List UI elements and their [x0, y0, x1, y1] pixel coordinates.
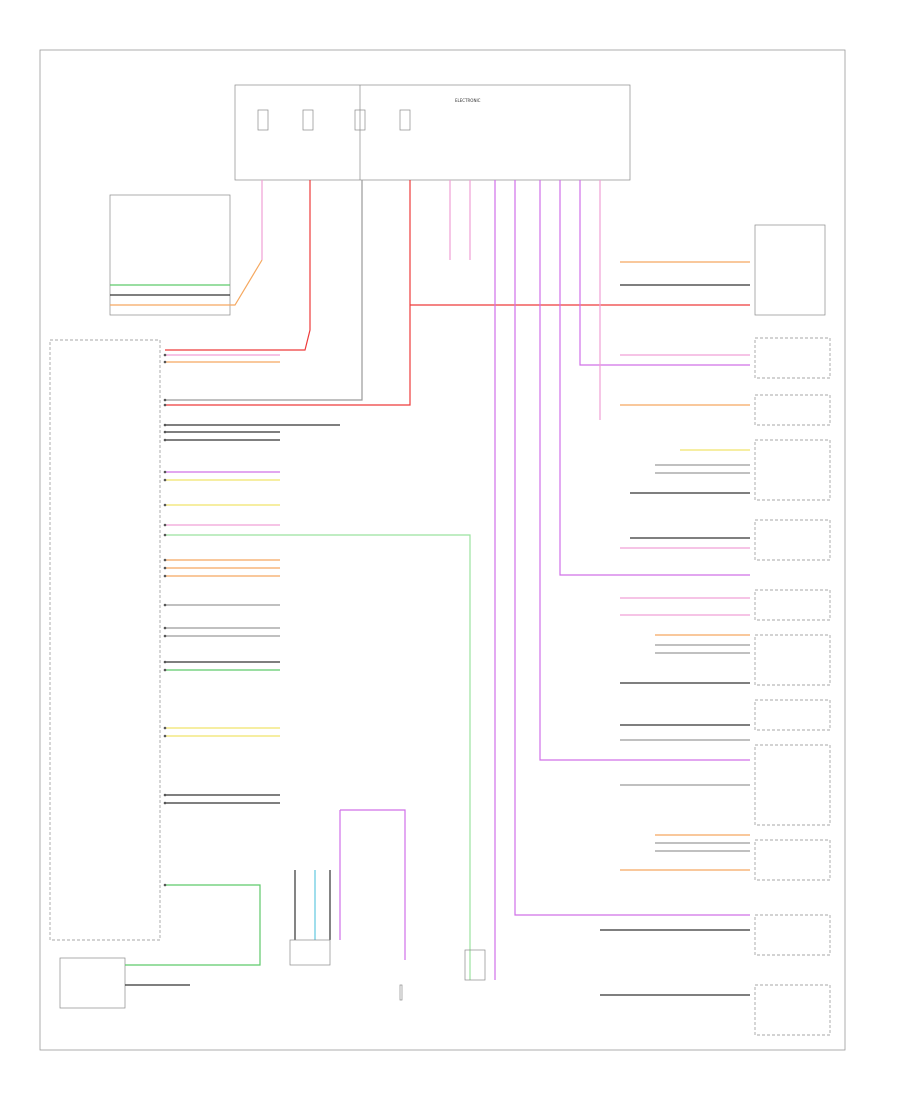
bcm-pin-7 [163, 438, 167, 442]
bcm-pin-12 [163, 533, 167, 537]
bottom-connectors [289, 939, 486, 1001]
bcm-pin-3 [163, 398, 167, 402]
wire-bcm-green-3 [125, 884, 261, 966]
wire-violet-loop [340, 809, 406, 960]
bcm-pin-20 [163, 668, 167, 672]
wire-ign-orange [110, 259, 263, 306]
bcm-pin-4 [163, 403, 167, 407]
bcm-pin-6 [163, 430, 167, 434]
bcm-pin-21 [163, 726, 167, 730]
bcm-pin-2 [163, 360, 167, 364]
bcm-pin-19 [163, 660, 167, 664]
body-control-module [49, 339, 161, 941]
fuse-box-label: ELECTRONIC [455, 98, 481, 103]
right-modules [754, 224, 831, 1036]
bcm-pin-17 [163, 626, 167, 630]
wire-fuse4-red [165, 180, 411, 406]
wire-fuse2-red [165, 180, 311, 351]
bcm-pin-13 [163, 558, 167, 562]
bcm-pin-9 [163, 478, 167, 482]
wire-out-violet-2 [514, 180, 750, 916]
bcm-pin-8 [163, 470, 167, 474]
bcm-pin-1 [163, 353, 167, 357]
fuse-box-fuse-symbols [257, 109, 411, 131]
smart-junction-box [59, 957, 126, 1009]
bcm-pin-22 [163, 734, 167, 738]
diagram-frame [39, 49, 846, 1051]
bcm-pin-25 [163, 883, 167, 887]
bcm-pin-11 [163, 523, 167, 527]
bcm-pin-24 [163, 801, 167, 805]
fuse-box: ELECTRONIC [234, 84, 631, 181]
wire-harness [110, 180, 750, 996]
bcm-pin-15 [163, 574, 167, 578]
bcm-pin-14 [163, 566, 167, 570]
wire-out-violet-3 [539, 180, 750, 761]
bcm-pin-5 [163, 423, 167, 427]
wire-out-violet-5 [579, 180, 750, 366]
wire-bcm-green-1 [165, 534, 471, 980]
wire-out-violet-4 [559, 180, 750, 576]
wire-fuse3-gray [165, 180, 363, 401]
bcm-pin-18 [163, 634, 167, 638]
bcm-pin-16 [163, 603, 167, 607]
bcm-pin-10 [163, 503, 167, 507]
ignition-switch-box [109, 194, 231, 316]
bcm-pin-23 [163, 793, 167, 797]
